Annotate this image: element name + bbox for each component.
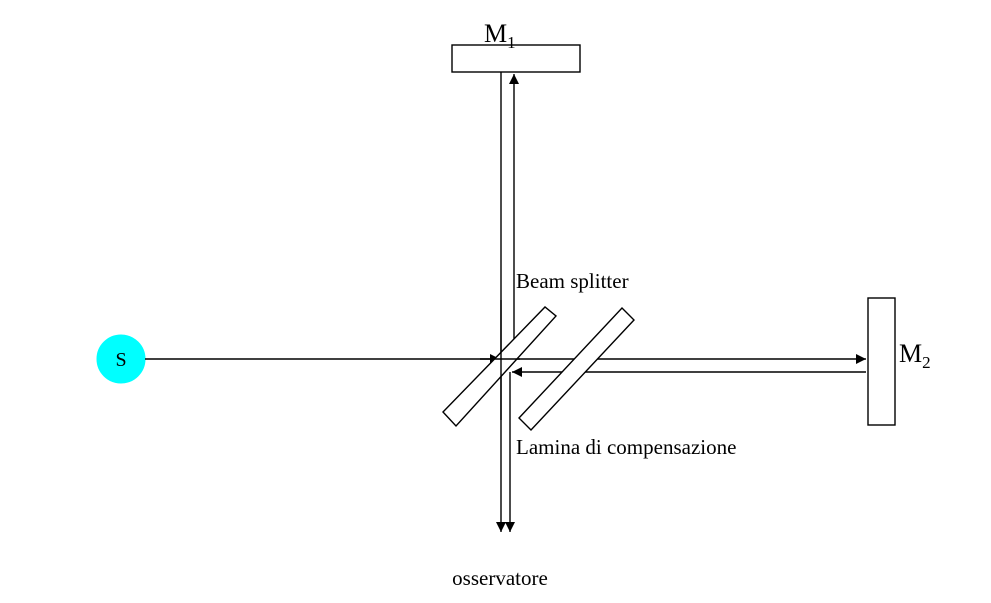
compensation-plate (518, 306, 635, 432)
mirror-m2 (867, 297, 896, 426)
mirror-m2-label: M2 (899, 339, 931, 372)
mirror-m1-subscript: 1 (507, 33, 516, 52)
beam-splitter-plate (442, 306, 558, 428)
observer-label: osservatore (452, 566, 548, 590)
compensator-label: Lamina di compensazione (516, 435, 736, 459)
mirror-m1-label: M1 (484, 19, 516, 52)
mirror-m1 (451, 44, 581, 73)
beam-splitter-label: Beam splitter (516, 269, 629, 293)
light-source-label: S (115, 349, 126, 371)
mirror-m2-subscript: 2 (922, 353, 931, 372)
